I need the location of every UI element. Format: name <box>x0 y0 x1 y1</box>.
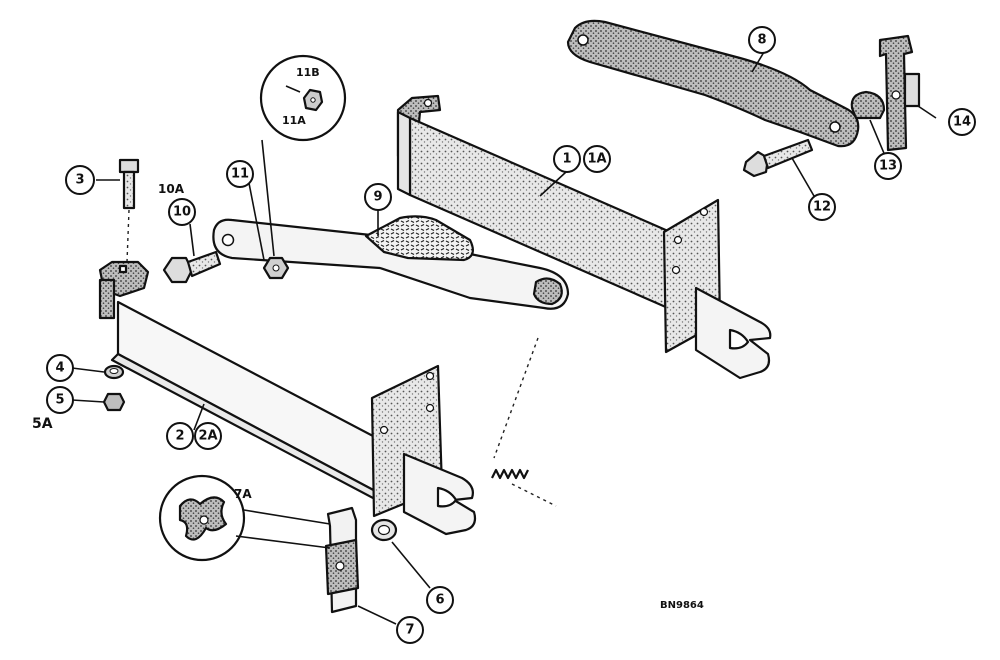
callout-12: 12 <box>808 193 836 221</box>
callout-4: 4 <box>46 354 74 382</box>
nut-11-part <box>262 256 290 280</box>
svg-text:9: 9 <box>373 190 382 205</box>
svg-text:6: 6 <box>435 593 444 608</box>
svg-text:11B: 11B <box>296 66 320 79</box>
dome-nut-part <box>850 90 886 120</box>
svg-text:11A: 11A <box>282 114 306 127</box>
svg-text:1A: 1A <box>587 152 606 167</box>
callout-7a: 7A <box>234 487 252 501</box>
callout-11: 11 <box>226 160 254 188</box>
callout-11a: 11A <box>282 114 306 127</box>
callout-10: 10 <box>168 198 196 226</box>
svg-text:11: 11 <box>231 167 249 182</box>
bolt-3-part <box>118 158 140 263</box>
clamp-plate-part <box>878 34 921 152</box>
svg-text:10A: 10A <box>158 182 185 196</box>
callout-2: 2 <box>166 422 194 450</box>
link-arm-part <box>566 19 860 148</box>
callout-5: 5 <box>46 386 74 414</box>
detail-inset-7a <box>158 474 331 562</box>
callout-8: 8 <box>748 26 776 54</box>
svg-text:7: 7 <box>405 623 414 638</box>
svg-text:1: 1 <box>562 152 571 167</box>
svg-text:8: 8 <box>757 33 766 48</box>
svg-text:13: 13 <box>879 159 897 174</box>
callout-7: 7 <box>396 616 424 644</box>
callout-1: 1 <box>553 145 581 173</box>
svg-text:7A: 7A <box>234 487 252 501</box>
figure-code: BN9864 <box>660 600 704 611</box>
callout-13: 13 <box>874 152 902 180</box>
svg-text:2: 2 <box>175 429 184 444</box>
callout-14: 14 <box>948 108 976 136</box>
svg-text:10: 10 <box>173 205 191 220</box>
callout-2a: 2A <box>194 422 222 450</box>
callout-9: 9 <box>364 183 392 211</box>
callout-5a: 5A <box>32 416 53 432</box>
washer-4-part <box>103 364 125 380</box>
svg-text:12: 12 <box>813 200 831 215</box>
callout-3: 3 <box>65 165 95 195</box>
bush-6-part <box>370 518 398 542</box>
svg-text:4: 4 <box>55 361 64 376</box>
step-arm-part <box>212 215 570 310</box>
latch-block-part <box>324 506 360 614</box>
bolt-12-part <box>742 138 814 178</box>
svg-text:5: 5 <box>55 393 64 408</box>
callout-11b: 11B <box>296 66 320 79</box>
svg-text:2A: 2A <box>198 429 217 444</box>
detail-inset-11 <box>259 54 347 142</box>
nut-5-part <box>102 392 126 412</box>
callout-10a: 10A <box>158 182 185 196</box>
bolt-10-part <box>162 250 222 284</box>
callout-1a: 1A <box>583 145 611 173</box>
spring-part <box>491 337 557 507</box>
svg-text:3: 3 <box>75 173 84 188</box>
upper-frame-part <box>396 94 772 380</box>
svg-text:14: 14 <box>953 115 971 130</box>
callout-6: 6 <box>426 586 454 614</box>
svg-text:5A: 5A <box>32 416 53 432</box>
lower-frame-part <box>98 260 477 536</box>
